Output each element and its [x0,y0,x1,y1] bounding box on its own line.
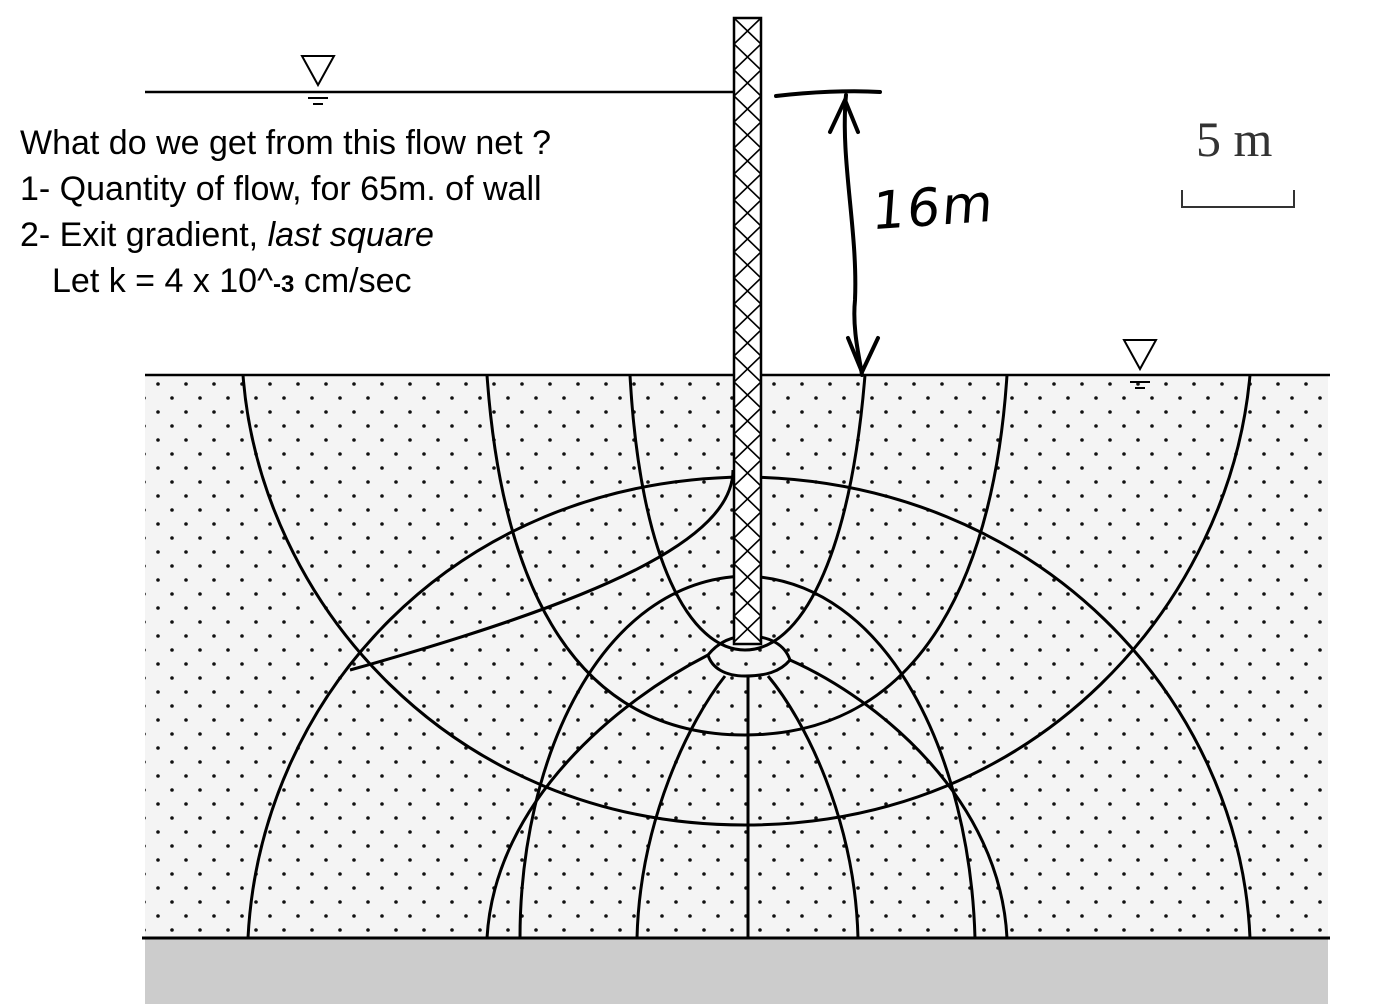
sheet-pile-hatching [732,17,763,643]
scale-bar [1181,190,1295,208]
dimension-top-arrow [828,95,860,134]
flow-line-2 [485,374,1009,737]
equipotential-line-7 [766,675,860,939]
equipotential-line-6 [635,675,727,939]
upstream-water-level-icon [300,55,336,105]
impervious-layer [145,938,1328,1004]
permeability-suffix: cm/sec [294,262,412,300]
flow-line-1 [349,469,735,672]
permeability-exponent: -3 [273,271,295,298]
flow-line-3 [241,374,1252,827]
equipotential-line-4 [485,653,709,939]
head-difference-label: 16m [870,173,997,243]
question-text: What do we get from this flow net ? 1- Q… [20,120,551,308]
scale-label: 5 m [1196,111,1273,167]
permeability-prefix: Let k = 4 x 10^ [52,262,274,300]
question-line-3-italic: last square [267,216,434,254]
question-line-4: Let k = 4 x 10^-3 cm/sec [20,258,551,308]
sheet-pile-wall [732,16,763,646]
question-line-3: 2- Exit gradient, last square [20,212,551,258]
dimension-bottom-arrow [846,336,880,377]
flow-line-1-full [628,374,867,652]
dimension-top-bar [774,89,882,98]
question-line-1: What do we get from this flow net ? [20,124,552,162]
equipotential-line-5 [789,658,1009,939]
dimension-line [842,93,864,377]
question-line-2: 1- Quantity of flow, for 65m. of wall [20,170,542,208]
flow-lines [241,374,1252,827]
question-line-3-prefix: 2- Exit gradient, [20,216,268,254]
head-difference-dimension [774,89,882,377]
downstream-water-level-icon [1122,339,1158,389]
